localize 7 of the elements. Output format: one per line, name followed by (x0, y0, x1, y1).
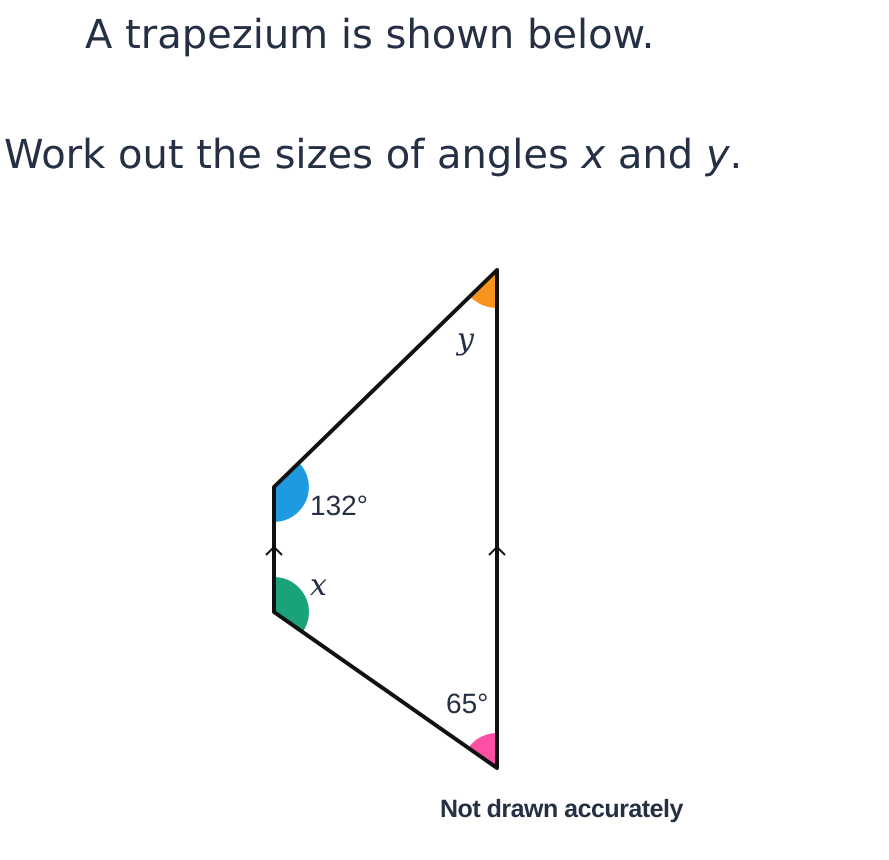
note: Not drawn accurately (440, 795, 683, 824)
angle-label: y (457, 322, 474, 357)
title: A trapezium is shown below. (85, 12, 654, 58)
angle-label: 132° (310, 490, 368, 522)
angle-label: x (310, 568, 327, 603)
angle-label: 65° (446, 688, 488, 720)
question-text: Work out the sizes of angles x and y. (4, 132, 742, 178)
